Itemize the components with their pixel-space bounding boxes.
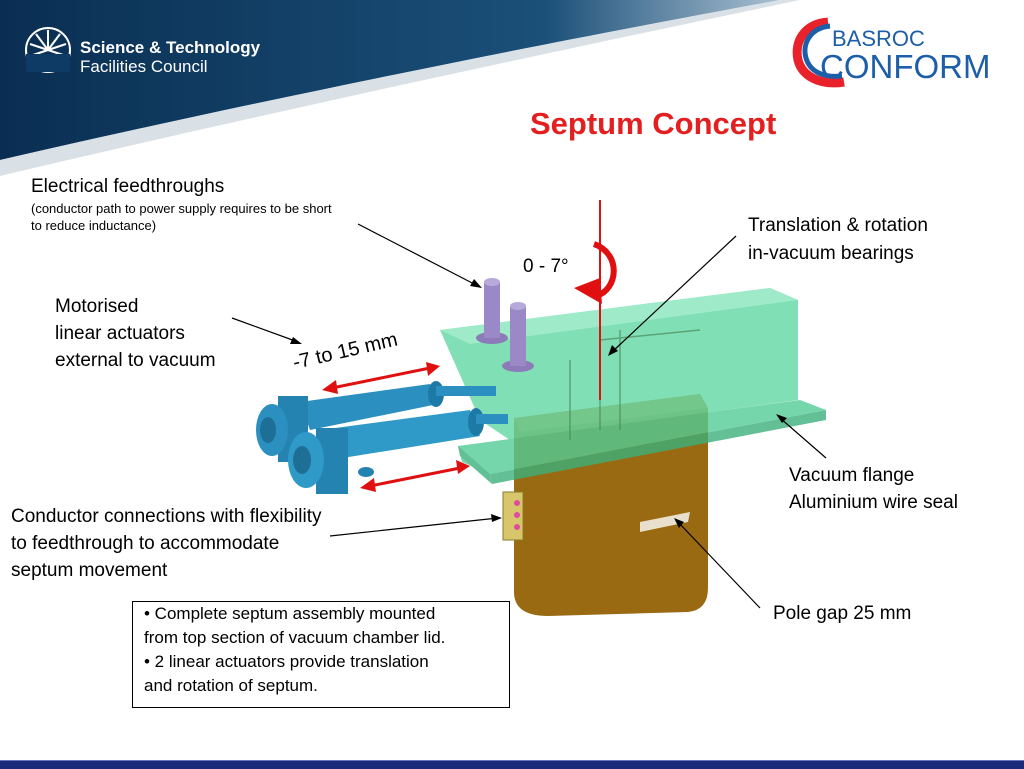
bearings-label-line2: in-vacuum bearings bbox=[748, 243, 914, 264]
rotation-arrow bbox=[574, 241, 617, 304]
page-title: Septum Concept bbox=[530, 106, 777, 141]
flange-label-line1: Vacuum flange bbox=[789, 465, 915, 486]
feedthroughs-note-line2: to reduce inductance) bbox=[31, 218, 157, 233]
bullet1-line2: from top section of vacuum chamber lid. bbox=[144, 628, 446, 647]
conductor-label-line3: septum movement bbox=[11, 560, 168, 581]
basroc-conform-logo: BASROC CONFORM bbox=[792, 17, 990, 88]
partner-line1: BASROC bbox=[832, 26, 925, 51]
callout-lines bbox=[231, 223, 827, 609]
vacuum-flange bbox=[440, 288, 826, 484]
conductor-label-line2: to feedthrough to accommodate bbox=[11, 533, 280, 554]
bearings-label-line1: Translation & rotation bbox=[748, 215, 928, 236]
bullet2-line2: and rotation of septum. bbox=[144, 676, 318, 695]
actuators-label-line2: linear actuators bbox=[55, 323, 185, 344]
stroke-arrow-top bbox=[322, 362, 440, 394]
bullet1-line1: • Complete septum assembly mounted bbox=[144, 604, 436, 623]
feedthroughs-note-line1: (conductor path to power supply requires… bbox=[31, 201, 332, 216]
actuators-label-line3: external to vacuum bbox=[55, 350, 216, 371]
org-line2: Facilities Council bbox=[80, 57, 208, 76]
stfc-name: Science & Technology Facilities Council bbox=[80, 38, 260, 76]
flange-label-line2: Aluminium wire seal bbox=[789, 492, 958, 513]
partner-line2: CONFORM bbox=[820, 48, 990, 85]
conductor-label-line1: Conductor connections with flexibility bbox=[11, 506, 322, 527]
feedthroughs bbox=[476, 278, 534, 372]
org-line1: Science & Technology bbox=[80, 38, 261, 57]
stfc-logo bbox=[25, 27, 71, 73]
pole-gap-label: Pole gap 25 mm bbox=[773, 603, 912, 624]
header-band bbox=[0, 0, 800, 176]
feedthroughs-label: Electrical feedthroughs bbox=[31, 176, 225, 197]
bullet2-line1: • 2 linear actuators provide translation bbox=[144, 652, 429, 671]
footer-bar bbox=[0, 760, 1024, 769]
conductor-bracket bbox=[502, 491, 524, 541]
stroke-arrow-bottom bbox=[360, 460, 470, 492]
rotation-angle-label: 0 - 7° bbox=[523, 256, 569, 277]
linear-actuators bbox=[256, 381, 508, 494]
actuators-label-line1: Motorised bbox=[55, 296, 139, 317]
notes-box: • Complete septum assembly mounted from … bbox=[132, 601, 510, 708]
